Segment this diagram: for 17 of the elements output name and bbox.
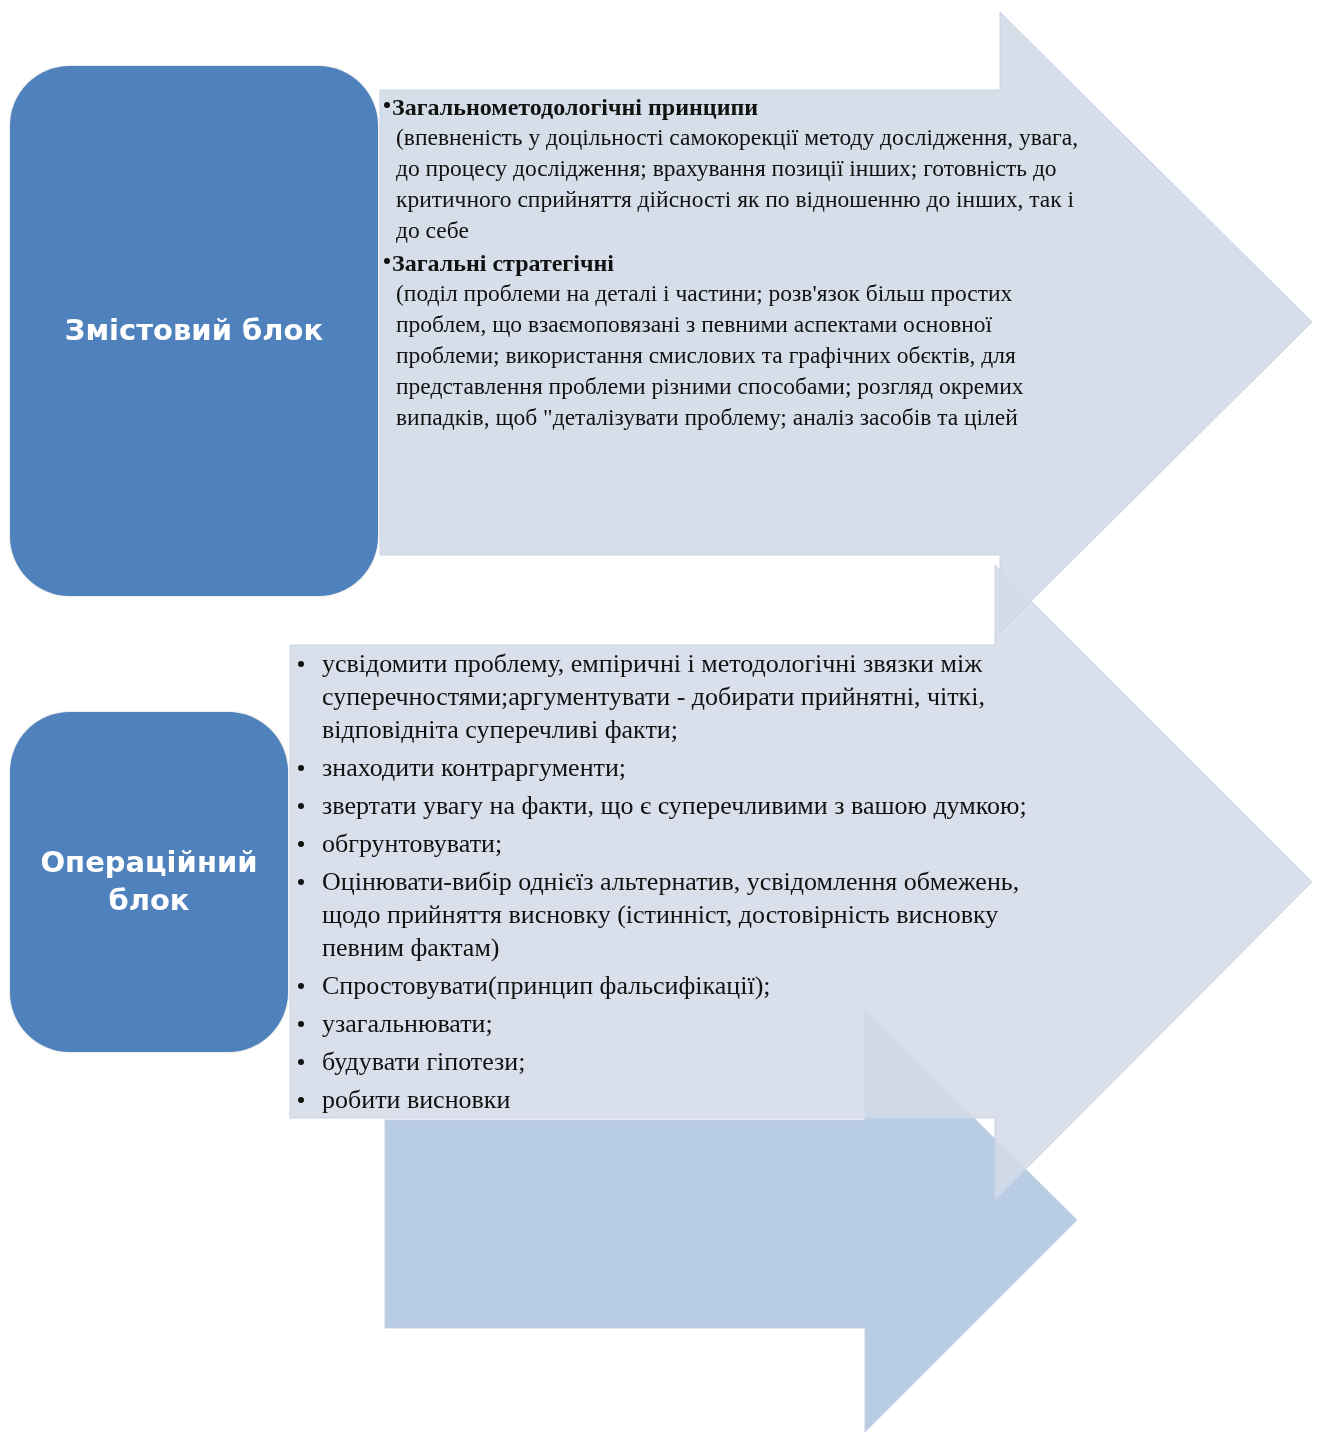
list-item: узагальнювати; [322,1008,493,1040]
list-item: усвідомити проблему, емпіричні і методологічні звязки між суперечностями;аргументувати - добирати прийнятні, чіткі, відповідніта суперечливі факти; [322,648,986,746]
block-title: Змістовий блок [63,312,325,350]
list-item: робити висновки [322,1084,511,1116]
list-item: знаходити контраргументи; [322,752,627,784]
block-box [10,66,378,596]
list-item: Оцінювати-вибір однієїз альтернатив, усвідомлення обмежень, щодо прийняття висновку (істинніст, достовірність висновку певним фактам) [322,866,1021,964]
block-box [10,712,288,1052]
section-heading: Загальнометодологічні принципи [392,93,759,122]
section-text: (поділ проблеми на деталі і частини; розв'язок більш простих проблем, що взаємоповязані з певними аспектами основної проблеми; використання смислових та графічних обєктів, для представлення проблеми різними способами; розгляд окремих випадків, щоб "деталізувати проблему; аналіз засобів та цілей [395,279,1025,432]
section-text: (впевненість у доцільності самокорекції методу дослідження, увага, до процесу дослідження; врахування позиції інших; готовність до критичного сприйняття дійсності як по відношенню до інших, так і до себе [395,123,1079,245]
block-title: Операційний блок [39,844,259,919]
list-item: звертати увагу на факти, що є суперечливими з вашою думкою; [322,790,1027,822]
section-heading: Загальні стратегічні [392,249,614,278]
list-item: обгрунтовувати; [322,828,503,860]
list-item: будувати гіпотези; [322,1046,526,1078]
list-item: Спростовувати(принцип фальсифікації); [322,970,771,1002]
